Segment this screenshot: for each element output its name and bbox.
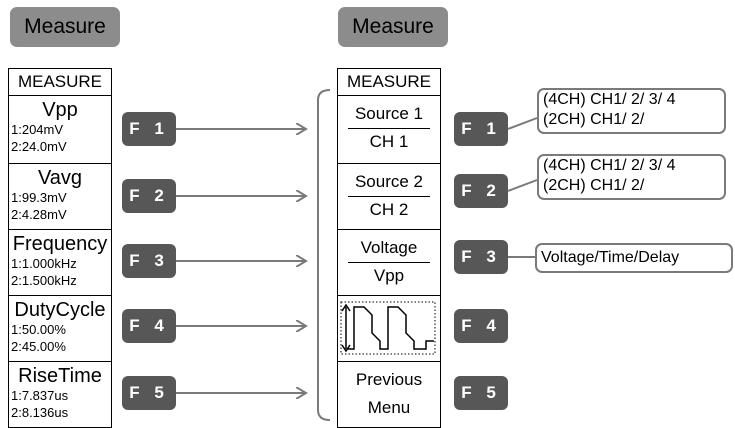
f1-options-box: (4CH) CH1/ 2/ 3/ 4 (2CH) CH1/ 2/ [537,88,726,134]
left-menu-item-frequency: Frequency 1:1.000kHz 2:1.500kHz [9,231,111,296]
waveform-icon [340,301,436,355]
option-line: Voltage/Time/Delay [541,249,680,266]
f4-key-right[interactable]: F 4 [454,309,508,343]
right-menu-voltage[interactable]: Voltage Vpp [338,231,440,296]
item-label: Source 2 [354,172,424,191]
left-menu-title: MEASURE [9,69,111,96]
item-value-1: 1:99.3mV [11,190,67,205]
f5-key-left[interactable]: F 5 [122,376,176,410]
item-label: Frequency [12,233,108,255]
item-value: Vpp [373,266,405,285]
left-menu-item-dutycycle: DutyCycle 1:50.00% 2:45.00% [9,297,111,362]
right-measure-menu: MEASURE Source 1 CH 1 Source 2 CH 2 Volt… [337,68,441,428]
left-menu-item-vavg: Vavg 1:99.3mV 2:4.28mV [9,165,111,230]
right-menu-source2[interactable]: Source 2 CH 2 [338,165,440,230]
item-label: DutyCycle [14,299,106,321]
item-value-1: 1:7.837us [11,388,69,403]
item-value-2: 2:1.500kHz [11,273,77,288]
f2-key-left[interactable]: F 2 [122,179,176,213]
item-value-2: 2:4.28mV [11,207,67,222]
item-value: CH 2 [369,200,409,219]
left-measure-menu: MEASURE Vpp 1:204mV 2:24.0mV Vavg 1:99.3… [8,68,112,428]
item-value-1: 1:1.000kHz [11,256,77,271]
f1-key-left[interactable]: F 1 [122,112,176,146]
option-line: (2CH) CH1/ 2/ [543,177,645,194]
right-menu-title: MEASURE [338,69,440,96]
item-label: Previous [355,370,423,389]
item-label: Source 1 [354,104,424,123]
f5-key-right[interactable]: F 5 [454,376,508,410]
f3-options-box: Voltage/Time/Delay [535,243,733,273]
f1-key-right[interactable]: F 1 [454,112,508,146]
item-label: Voltage [360,238,418,257]
item-value-2: 2:45.00% [11,339,66,354]
f4-key-left[interactable]: F 4 [122,309,176,343]
item-label: Vpp [42,99,78,121]
f3-key-left[interactable]: F 3 [122,244,176,278]
item-value: Menu [367,398,411,417]
item-value: CH 1 [369,132,409,151]
item-label: Vavg [37,167,83,189]
f2-options-box: (4CH) CH1/ 2/ 3/ 4 (2CH) CH1/ 2/ [537,154,726,200]
item-value-1: 1:50.00% [11,322,66,337]
item-value-2: 2:24.0mV [11,139,67,154]
right-menu-previous[interactable]: Previous Menu [338,363,440,427]
option-line: (2CH) CH1/ 2/ [543,111,645,128]
left-measure-tag: Measure [10,7,120,47]
f2-key-right[interactable]: F 2 [454,174,508,208]
option-line: (4CH) CH1/ 2/ 3/ 4 [543,91,676,108]
right-measure-tag: Measure [338,7,448,47]
item-value-1: 1:204mV [11,122,64,137]
f3-key-right[interactable]: F 3 [454,240,508,274]
item-label: RiseTime [18,365,102,387]
right-menu-source1[interactable]: Source 1 CH 1 [338,97,440,164]
option-line: (4CH) CH1/ 2/ 3/ 4 [543,157,676,174]
item-value-2: 2:8.136us [11,405,69,420]
right-menu-waveform-icon-cell[interactable] [338,297,440,362]
left-menu-item-risetime: RiseTime 1:7.837us 2:8.136us [9,363,111,427]
left-menu-item-vpp: Vpp 1:204mV 2:24.0mV [9,97,111,164]
